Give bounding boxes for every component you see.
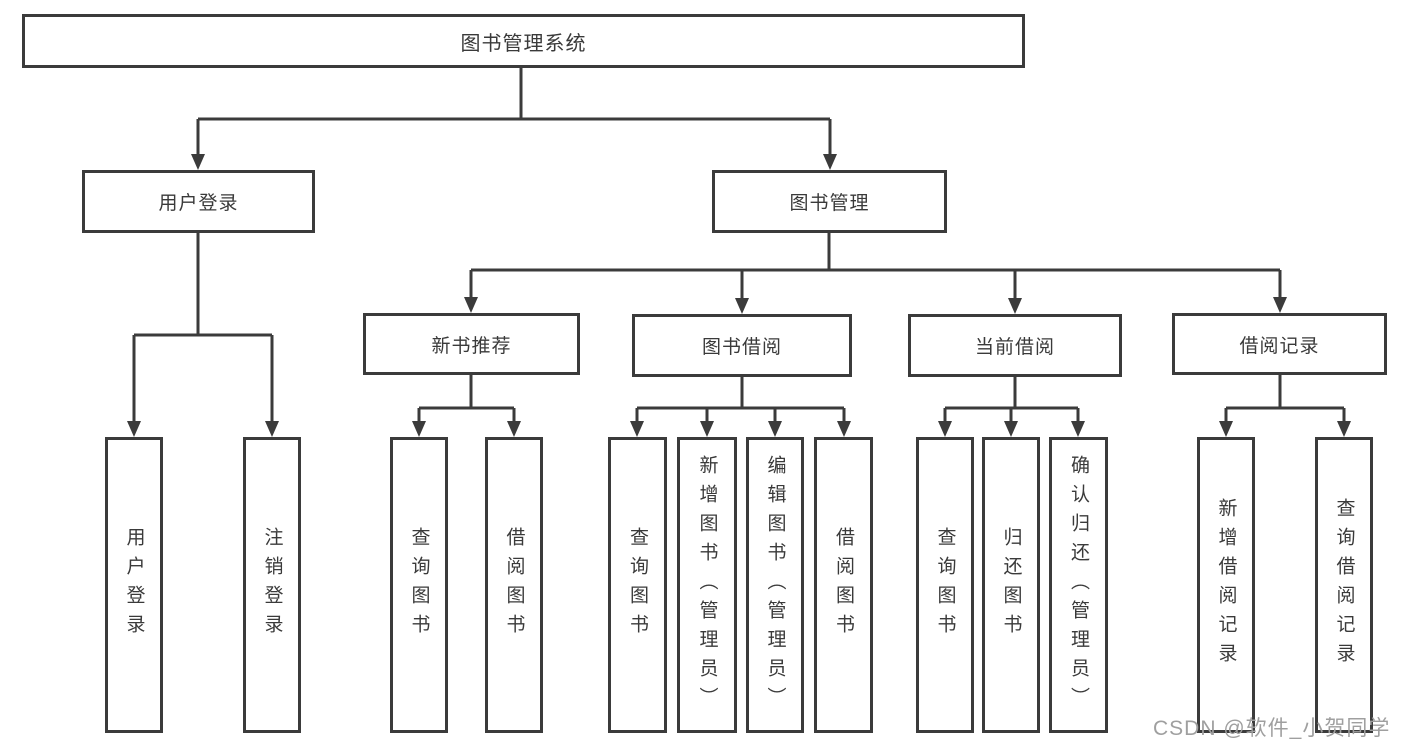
node-label: 图书借阅: [701, 337, 782, 358]
node-new-book-recommend: 新书推荐: [363, 313, 580, 375]
node-label: 确认归还（管理员）: [1068, 454, 1089, 716]
arrowhead-book-borrow: [735, 298, 749, 314]
arrowhead-new-book-recommend: [464, 297, 478, 313]
node-label: 用户登录: [123, 527, 145, 643]
arrowhead-return-books: [1004, 421, 1018, 437]
node-label: 借阅图书: [833, 527, 854, 643]
node-label: 用户登录: [158, 193, 239, 214]
node-leaf-borrow-books: 借阅图书: [814, 437, 873, 733]
connector-user-login-children: [132, 233, 274, 423]
node-leaf-edit-books-admin: 编辑图书（管理员）: [746, 437, 804, 733]
arrowhead-user-login: [191, 154, 205, 170]
arrowhead-query-books-2: [630, 421, 644, 437]
arrowhead-borrow-records: [1273, 297, 1287, 313]
node-leaf-query-books-borrow: 查询图书: [608, 437, 667, 733]
node-label: 当前借阅: [974, 337, 1055, 358]
node-leaf-borrow-books-recommend: 借阅图书: [485, 437, 543, 733]
node-label: 归还图书: [1000, 527, 1022, 643]
node-leaf-query-borrow-record: 查询借阅记录: [1315, 437, 1373, 733]
node-label: 查询图书: [627, 527, 648, 643]
arrowhead-add-borrow-record: [1219, 421, 1233, 437]
arrowhead-leaf-user-login: [127, 421, 141, 437]
node-label: 图书管理系统: [460, 32, 587, 55]
node-label: 图书管理: [789, 193, 870, 214]
arrowhead-borrow-books-1: [507, 421, 521, 437]
node-leaf-query-books-recommend: 查询图书: [390, 437, 448, 733]
node-book-borrow: 图书借阅: [632, 314, 852, 377]
node-leaf-logout: 注销登录: [243, 437, 301, 733]
node-leaf-add-books-admin: 新增图书（管理员）: [677, 437, 737, 733]
node-label: 编辑图书（管理员）: [764, 454, 786, 716]
node-label: 借阅记录: [1239, 335, 1320, 357]
connector-root-to-level1: [196, 68, 832, 156]
node-leaf-query-books-current: 查询图书: [916, 437, 974, 733]
node-label: 查询图书: [408, 527, 430, 643]
node-label: 查询借阅记录: [1333, 498, 1355, 672]
arrowhead-edit-books-admin: [768, 421, 782, 437]
arrowhead-leaf-logout: [265, 421, 279, 437]
arrowhead-query-books-3: [938, 421, 952, 437]
node-leaf-user-login: 用户登录: [105, 437, 163, 733]
node-label: 新增图书（管理员）: [696, 454, 718, 716]
node-user-login: 用户登录: [82, 170, 315, 233]
node-leaf-return-books: 归还图书: [982, 437, 1040, 733]
connector-current-borrow-children: [943, 377, 1080, 423]
node-book-management: 图书管理: [712, 170, 947, 233]
connector-book-borrow-children: [635, 377, 846, 423]
node-borrow-records: 借阅记录: [1172, 313, 1387, 375]
node-leaf-confirm-return-admin: 确认归还（管理员）: [1049, 437, 1108, 733]
arrowhead-borrow-books-2: [837, 421, 851, 437]
node-label: 注销登录: [261, 527, 283, 643]
arrowhead-add-books-admin: [700, 421, 714, 437]
connector-borrow-records-children: [1224, 375, 1346, 423]
node-label: 新增借阅记录: [1215, 498, 1237, 672]
arrowhead-confirm-return-admin: [1071, 421, 1085, 437]
arrowhead-query-books-1: [412, 421, 426, 437]
node-label: 查询图书: [934, 527, 956, 643]
node-library-management-system: 图书管理系统: [22, 14, 1025, 68]
arrowhead-current-borrow: [1008, 298, 1022, 314]
connector-new-book-children: [417, 375, 516, 423]
arrowhead-query-borrow-record: [1337, 421, 1351, 437]
node-current-borrow: 当前借阅: [908, 314, 1122, 377]
arrowhead-book-management: [823, 154, 837, 170]
node-leaf-add-borrow-record: 新增借阅记录: [1197, 437, 1255, 733]
node-label: 新书推荐: [431, 335, 512, 357]
node-label: 借阅图书: [503, 527, 525, 643]
connector-book-management-children: [469, 233, 1282, 299]
csdn-watermark: CSDN @软件_小贺同学: [1153, 717, 1391, 740]
